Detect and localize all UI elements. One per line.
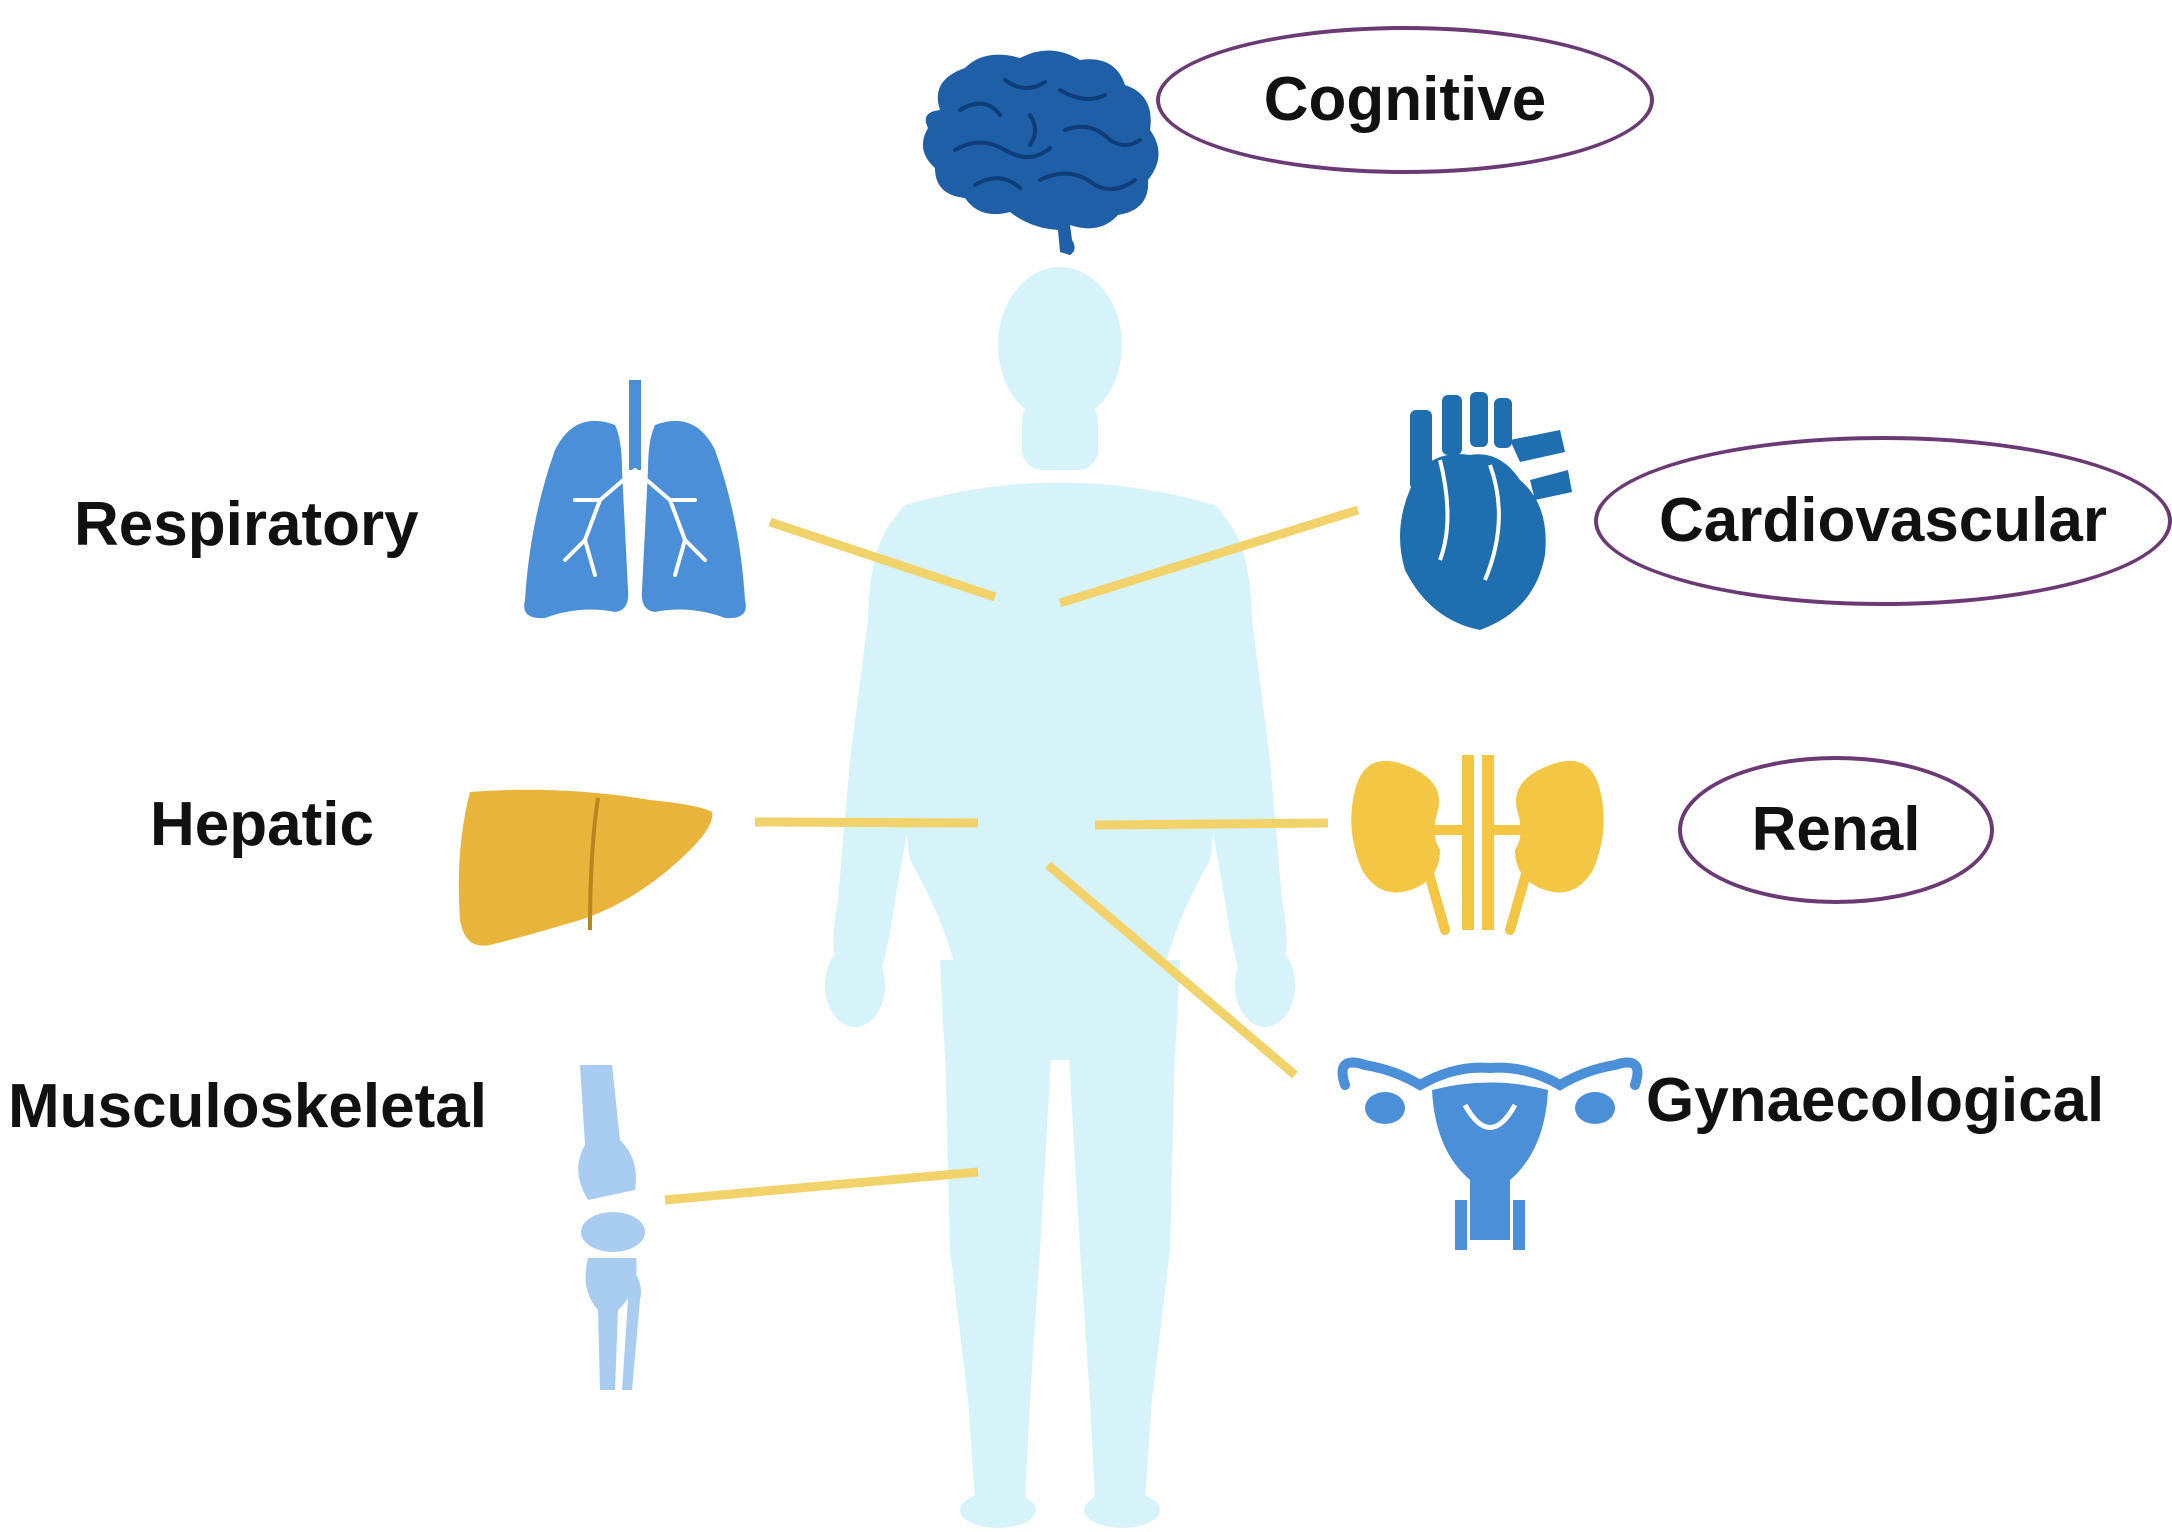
human-body-silhouette [825, 267, 1295, 1528]
respiratory-label: Respiratory [74, 494, 419, 556]
hepatic-label: Hepatic [150, 794, 374, 856]
liver-icon [459, 790, 713, 946]
cardiovascular-oval: Cardiovascular [1594, 436, 2172, 606]
musculoskeletal-label: Musculoskeletal [8, 1076, 487, 1138]
cognitive-oval: Cognitive [1156, 26, 1654, 174]
connector-renal [1095, 823, 1328, 825]
renal-oval: Renal [1678, 756, 1994, 904]
connector-musculoskeletal [665, 1172, 978, 1200]
lungs-icon [524, 380, 746, 618]
heart-icon [1400, 392, 1572, 630]
renal-label: Renal [1752, 799, 1921, 861]
cardiovascular-label: Cardiovascular [1659, 490, 2107, 552]
knee-joint-icon [578, 1065, 645, 1390]
brain-icon [923, 50, 1159, 255]
connector-hepatic [755, 822, 978, 823]
kidneys-icon [1351, 755, 1603, 930]
uterus-icon [1343, 1063, 1638, 1251]
gynaecological-label: Gynaecological [1646, 1070, 2104, 1132]
cognitive-label: Cognitive [1264, 69, 1546, 131]
